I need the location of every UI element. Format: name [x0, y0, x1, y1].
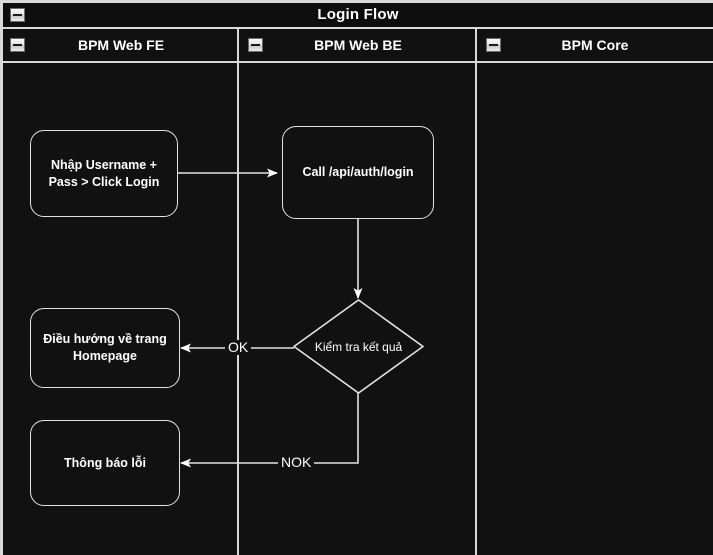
lane-separator-fe-be [237, 29, 239, 555]
lane-core-collapse-icon[interactable] [486, 38, 501, 52]
lane-header-bpm-web-fe[interactable]: BPM Web FE [3, 29, 239, 61]
node-kiem-tra-ket-qua[interactable]: Kiểm tra kết quả [293, 299, 424, 394]
node-call-api-auth-login[interactable]: Call /api/auth/login [282, 126, 434, 219]
pool-collapse-icon[interactable] [10, 8, 25, 22]
lane-be-collapse-icon[interactable] [248, 38, 263, 52]
lane-header-bpm-web-be[interactable]: BPM Web BE [239, 29, 477, 61]
pool-title: Login Flow [317, 6, 399, 23]
lane-core-label: BPM Core [561, 37, 629, 53]
lane-header-row: BPM Web FE BPM Web BE BPM Core [3, 29, 713, 63]
edge-label-ok: OK [225, 340, 252, 355]
lane-separator-be-core [475, 29, 477, 555]
node-nhap-username-pass-click-login[interactable]: Nhập Username + Pass > Click Login [30, 130, 178, 217]
edge-label-nok: NOK [278, 455, 315, 470]
lane-be-label: BPM Web BE [314, 37, 402, 53]
node-thong-bao-loi[interactable]: Thông báo lỗi [30, 420, 180, 506]
lane-fe-collapse-icon[interactable] [10, 38, 25, 52]
lane-header-bpm-core[interactable]: BPM Core [477, 29, 713, 61]
node-dieu-huong-ve-trang-homepage[interactable]: Điều hướng về trang Homepage [30, 308, 180, 388]
lane-fe-label: BPM Web FE [77, 37, 165, 53]
pool-title-bar: Login Flow [3, 3, 713, 29]
